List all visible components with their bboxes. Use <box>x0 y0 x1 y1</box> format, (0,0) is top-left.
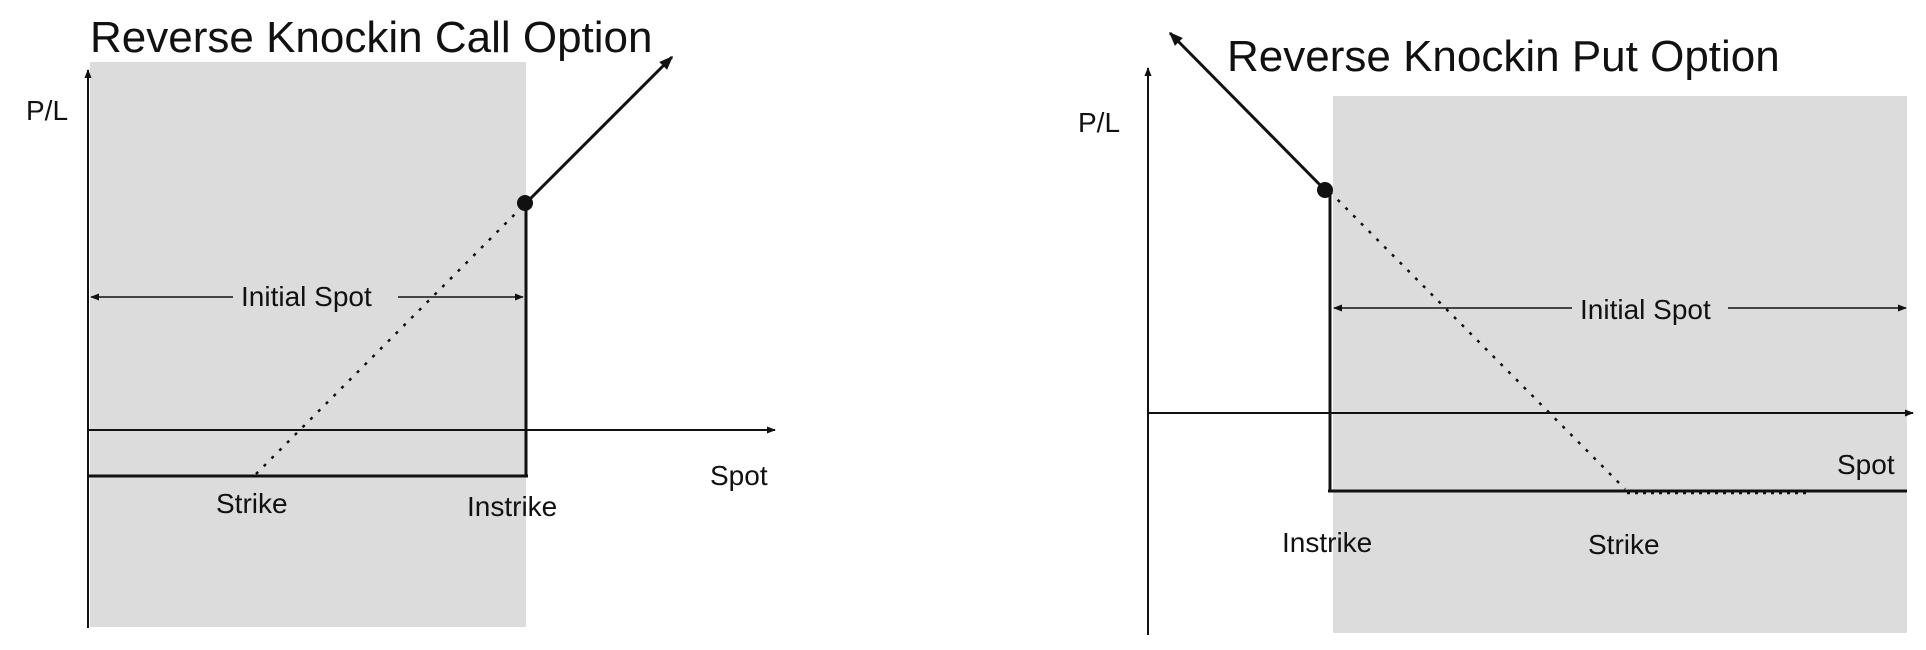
call-rising-payoff <box>524 55 674 205</box>
put-dotted-payoff <box>1329 191 1626 490</box>
put-shaded-region <box>1333 96 1907 633</box>
call-strike-label: Strike <box>216 488 288 519</box>
call-title: Reverse Knockin Call Option <box>90 13 652 62</box>
call-shaded-region <box>90 62 526 627</box>
put-instrike-label: Instrike <box>1282 527 1372 558</box>
put-rising-payoff <box>1168 31 1327 192</box>
call-dotted-payoff <box>255 204 525 475</box>
put-x-axis-label: Spot <box>1837 449 1895 480</box>
call-knockin-point <box>517 195 533 211</box>
call-x-axis-label: Spot <box>710 460 768 491</box>
put-diagram: Reverse Knockin Put Option P/L Spot Init… <box>1078 31 1914 635</box>
put-y-axis-label: P/L <box>1078 107 1120 138</box>
call-span-label: Initial Spot <box>241 281 372 312</box>
call-y-axis-label: P/L <box>26 95 68 126</box>
put-strike-label: Strike <box>1588 529 1660 560</box>
put-title: Reverse Knockin Put Option <box>1227 32 1780 81</box>
put-span-label: Initial Spot <box>1580 294 1711 325</box>
call-instrike-label: Instrike <box>467 491 557 522</box>
call-diagram: Reverse Knockin Call Option P/L Spot Ini… <box>26 13 776 628</box>
